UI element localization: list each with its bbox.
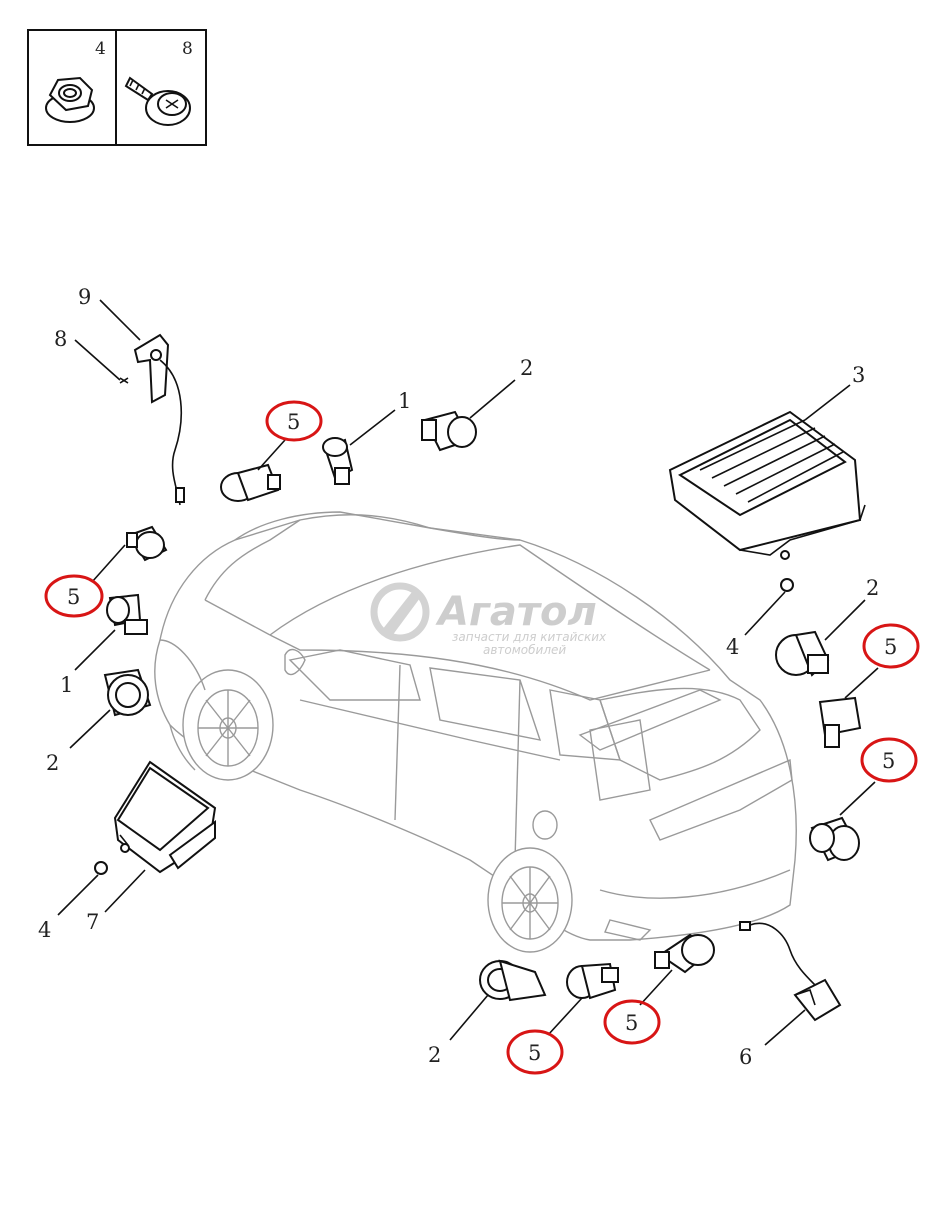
highlight-circle <box>603 999 661 1045</box>
screw-icon <box>124 76 191 126</box>
part-sensor-top-2 <box>421 379 516 452</box>
highlight-circle <box>862 623 920 669</box>
callout-5-right-b: 5 <box>882 749 895 773</box>
callout-2-bottom: 2 <box>428 1043 441 1067</box>
part-sensor-right-5b <box>809 781 876 862</box>
part-control-module <box>668 384 866 560</box>
part-sensor-top-5 <box>220 439 286 502</box>
callout-1-left: 1 <box>60 673 73 697</box>
part-sensor-module-left <box>104 760 217 913</box>
callout-6: 6 <box>739 1045 752 1069</box>
watermark-brand: Агатол <box>435 589 597 635</box>
part-sensor-bottom-2 <box>449 959 547 1041</box>
callout-5-left: 5 <box>67 585 80 609</box>
highlight-circle <box>265 400 323 442</box>
part-sensor-bottom-5a <box>547 962 619 1036</box>
callout-1-top: 1 <box>398 389 411 413</box>
callout-3: 3 <box>852 363 865 387</box>
part-sensor-left-5 <box>91 525 168 583</box>
part-sensor-top-1 <box>322 409 396 485</box>
callout-5-right-a: 5 <box>884 635 897 659</box>
callout-2-left: 2 <box>46 751 59 775</box>
callout-8: 8 <box>54 327 67 351</box>
watermark: Агатол запчасти для китайских автомобиле… <box>370 582 607 657</box>
legend-number-screw: 8 <box>182 39 193 59</box>
flange-nut-icon <box>45 76 95 123</box>
part-nut-right <box>780 578 794 592</box>
highlight-circle <box>860 737 918 783</box>
part-sensor-left-2 <box>69 668 152 749</box>
part-sensor-right-2 <box>775 599 866 677</box>
car-outline <box>154 511 797 953</box>
part-nut-left <box>94 861 108 875</box>
callout-5-bottom-a: 5 <box>528 1041 541 1065</box>
highlight-circle <box>44 574 104 618</box>
callout-2-top: 2 <box>520 356 533 380</box>
part-sensor-bottom-5b <box>639 933 715 1006</box>
part-sensor-right-5a <box>818 667 879 748</box>
callout-2-right: 2 <box>866 576 879 600</box>
part-harness-6 <box>739 921 842 1046</box>
callout-7: 7 <box>86 910 99 934</box>
callout-5-top: 5 <box>287 410 300 434</box>
callout-9: 9 <box>78 285 91 309</box>
watermark-tagline-1: запчасти для китайских <box>452 630 607 644</box>
part-camera-bracket <box>74 299 185 506</box>
highlight-circle <box>506 1029 564 1075</box>
part-sensor-left-1 <box>74 593 148 671</box>
callout-4-right: 4 <box>726 635 739 659</box>
legend-number-nut: 4 <box>95 39 106 59</box>
callout-4-left: 4 <box>38 918 51 942</box>
watermark-tagline-2: автомобилей <box>483 643 566 657</box>
fastener-legend: 4 8 <box>27 29 207 146</box>
watermark-logo-icon <box>370 582 430 642</box>
callout-5-bottom-b: 5 <box>625 1011 638 1035</box>
